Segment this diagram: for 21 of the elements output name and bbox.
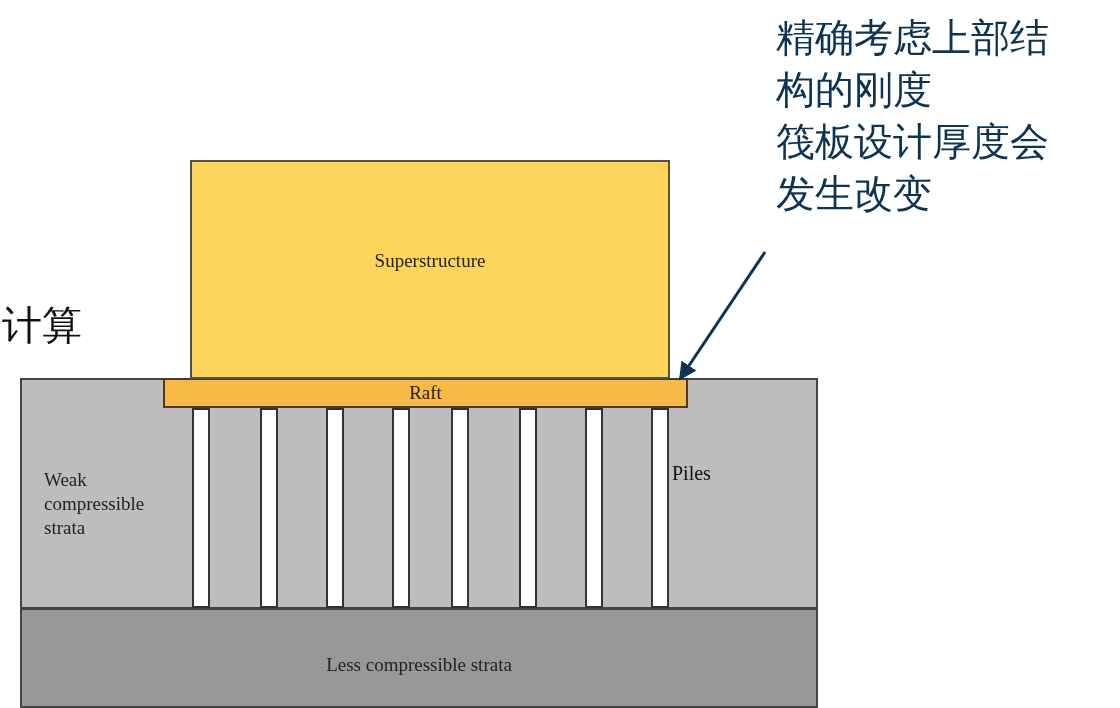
soil-layer: [20, 378, 818, 609]
layer-label: Less compressible strata: [325, 654, 513, 676]
pile: [451, 408, 469, 608]
pile: [326, 408, 344, 608]
pile: [651, 408, 669, 608]
block-label: Superstructure: [373, 250, 487, 272]
callout-line: 精确考虑上部结构的刚度: [776, 14, 1050, 114]
block-label: Raft: [408, 382, 443, 404]
layer-label: Weak compressible strata: [44, 468, 146, 540]
layer-label: Piles: [672, 462, 711, 485]
pile: [392, 408, 410, 608]
arrow: [678, 251, 767, 381]
raft-slab: [163, 378, 688, 408]
callout-line: 筏板设计厚度会发生改变: [776, 118, 1050, 218]
soil-layer: [20, 608, 818, 708]
pile: [260, 408, 278, 608]
pile: [192, 408, 210, 608]
pile: [519, 408, 537, 608]
superstructure-block: [190, 160, 670, 379]
side-text: 计算: [2, 301, 82, 350]
pile: [585, 408, 603, 608]
